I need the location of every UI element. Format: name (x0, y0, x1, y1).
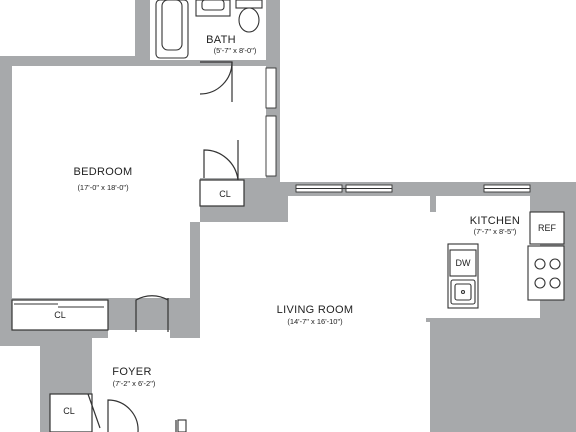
living-main (200, 222, 384, 432)
burner-icon (534, 277, 546, 289)
living-lower-strip (384, 322, 430, 432)
foyer-closet-outline (49, 393, 93, 432)
foyer-column (177, 419, 187, 432)
living-dims: (14'-7" x 16'-10") (287, 317, 343, 326)
bedroom-lower-closet-label: CL (54, 310, 66, 320)
burner-icon (549, 258, 561, 270)
bedroom-closet-label: CL (219, 189, 231, 199)
bedroom-door-swing (135, 295, 169, 332)
burner-icon (549, 277, 561, 289)
bedroom-window (265, 115, 277, 177)
foyer-closet-label: CL (63, 406, 75, 416)
bathtub-basin (161, 0, 183, 51)
bedroom-lower-closet-box (12, 300, 108, 330)
sink-drain (460, 289, 466, 295)
bath-dims: (5'-7" x 8'-0") (214, 46, 257, 55)
bedroom-dims: (17'-0" x 18'-0") (77, 183, 129, 192)
dishwasher-label: DW (456, 258, 471, 268)
bedroom-lower-closet-outline (11, 299, 109, 331)
toilet-tank (235, 0, 263, 9)
kitchen-dims: (7'-7" x 8'-5") (474, 227, 517, 236)
toilet-bowl (238, 7, 260, 33)
bath-sink-bowl (201, 0, 225, 11)
refrigerator (529, 211, 565, 245)
dishwasher (449, 249, 477, 277)
foyer-dims: (7'-2" x 6'-2") (113, 379, 156, 388)
foyer-closet-door (87, 393, 101, 429)
entry-door-swing (107, 399, 139, 432)
closet-door-swing (203, 149, 239, 181)
foyer-room (92, 338, 200, 432)
kitchen-name: KITCHEN (470, 215, 520, 227)
living-name: LIVING ROOM (277, 304, 354, 316)
bedroom-closet-outline (199, 179, 245, 207)
fridge-label: REF (538, 223, 557, 233)
bedroom-name: BEDROOM (74, 166, 133, 178)
burner-icon (534, 258, 546, 270)
bedroom-room (12, 66, 266, 298)
foyer-name: FOYER (112, 366, 151, 378)
foyer-closet-box (50, 394, 92, 432)
bedroom-closet-box (200, 180, 244, 206)
bath-window (265, 67, 277, 109)
range (527, 245, 565, 301)
bath-name: BATH (206, 34, 236, 46)
